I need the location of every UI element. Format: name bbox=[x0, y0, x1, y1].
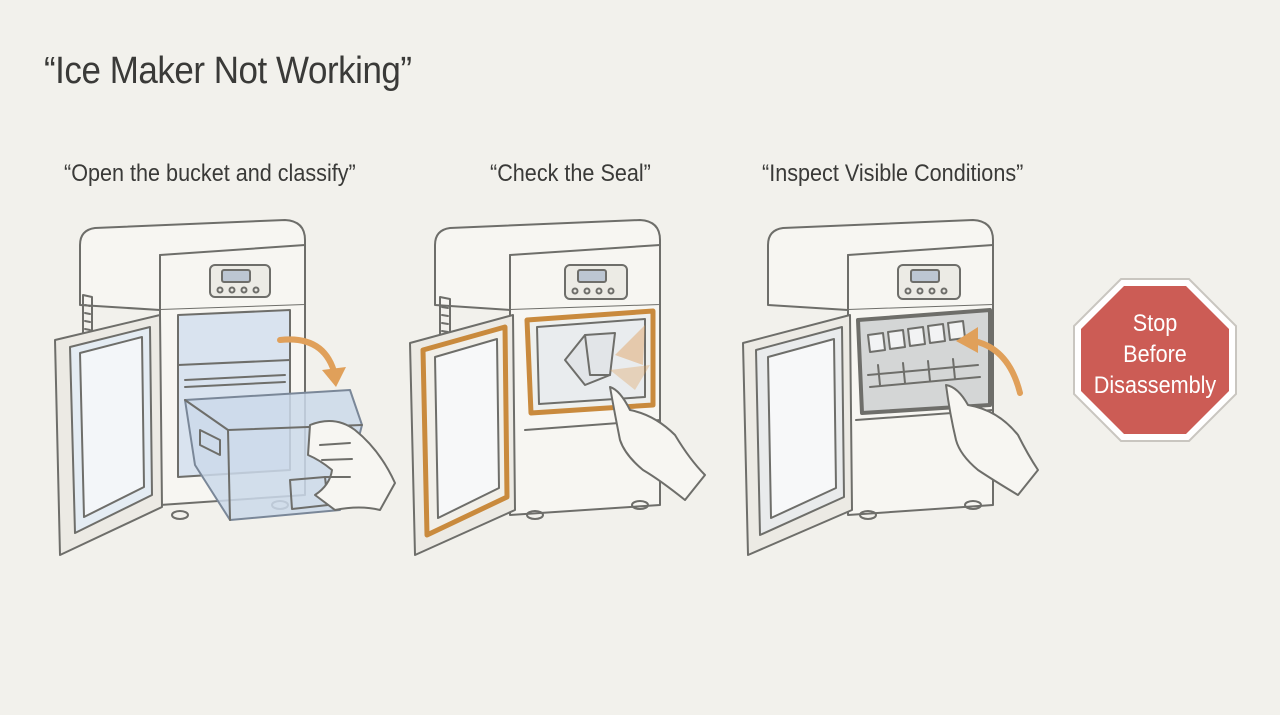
step-3-label: “Inspect Visible Conditions” bbox=[762, 160, 1024, 187]
stop-line-1: Stop bbox=[1132, 310, 1178, 337]
ice-maker-seal-icon bbox=[409, 219, 706, 556]
page-title: “Ice Maker Not Working” bbox=[44, 50, 412, 92]
stop-sign-icon bbox=[1073, 278, 1237, 442]
step-1-label: “Open the bucket and classify” bbox=[64, 160, 356, 187]
stop-sign-text: Stop Before Disassembly bbox=[1072, 308, 1238, 401]
step-2-label: “Check the Seal” bbox=[490, 160, 651, 187]
ice-maker-bucket-icon bbox=[54, 219, 396, 556]
stop-line-2: Before bbox=[1123, 341, 1187, 368]
stop-line-3: Disassembly bbox=[1093, 372, 1217, 399]
ice-maker-inspect-icon bbox=[742, 219, 1039, 556]
